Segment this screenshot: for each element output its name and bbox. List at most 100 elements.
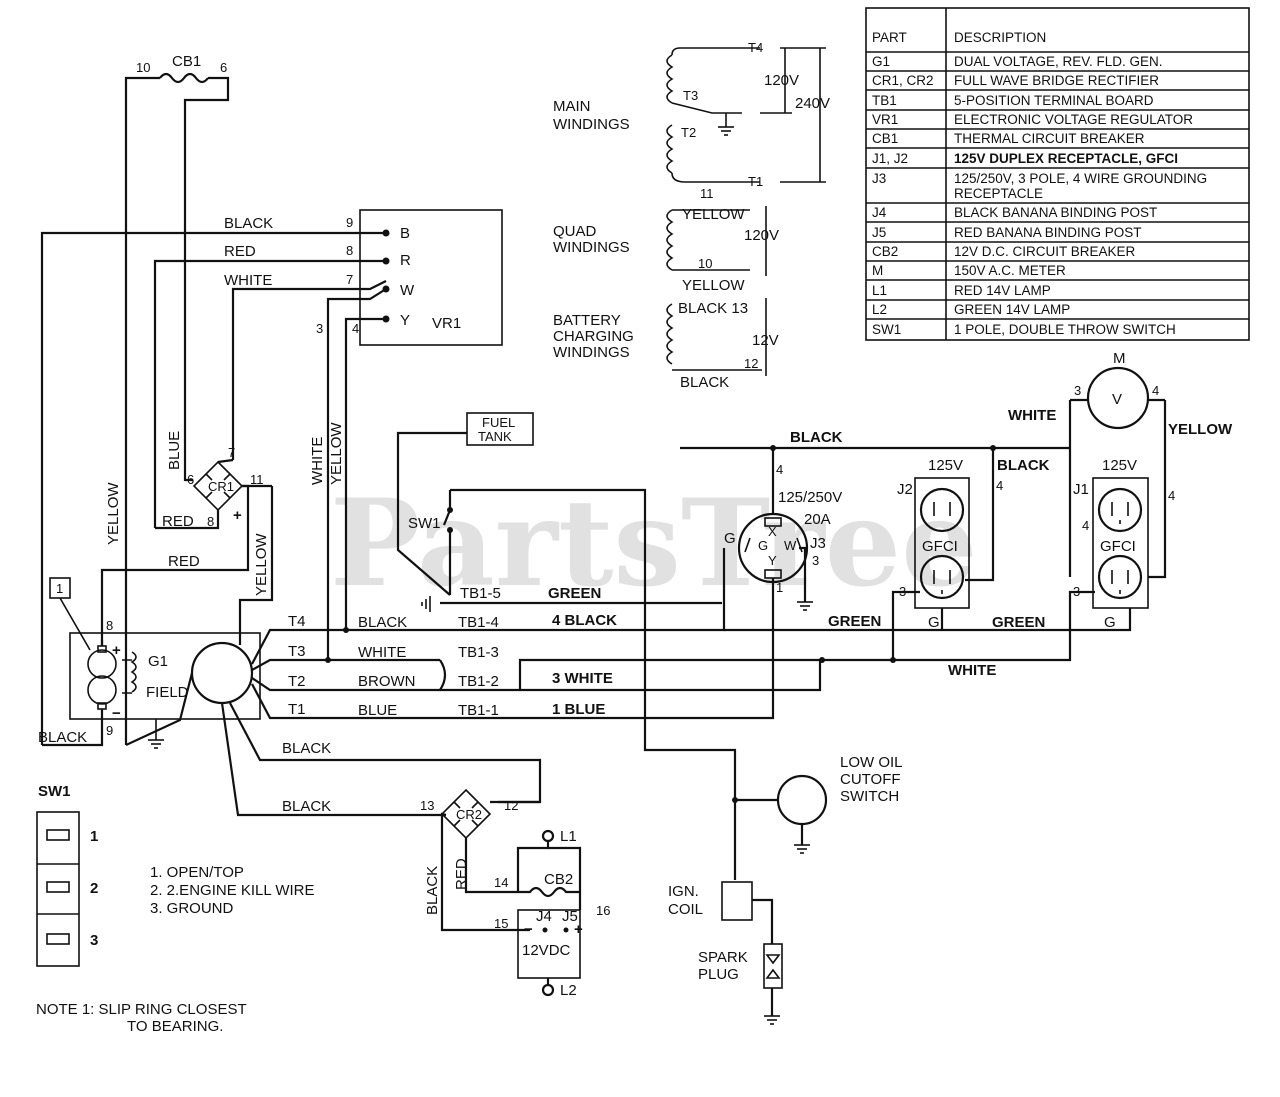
note-box-number: 1 — [56, 581, 63, 596]
terminal-number: 12 — [504, 798, 518, 813]
table-header-description: DESCRIPTION — [954, 30, 1046, 45]
wire-label: BLACK 13 — [678, 300, 748, 317]
table-cell-part: L2 — [872, 302, 887, 317]
table-cell-part: J5 — [872, 225, 886, 240]
dc-voltage: 12VDC — [522, 942, 571, 959]
table-cell-part: CR1, CR2 — [872, 73, 934, 88]
table-cell-part: J3 — [872, 171, 886, 186]
terminal-number: 3 — [812, 553, 819, 568]
winding-terminal: T4 — [748, 40, 763, 55]
field-label: FIELD — [146, 684, 189, 701]
terminal-number: 14 — [494, 875, 508, 890]
table-cell-description: 1 POLE, DOUBLE THROW SWITCH — [954, 322, 1176, 337]
wire-label: YELLOW — [682, 277, 745, 294]
table-cell-part: VR1 — [872, 112, 898, 127]
wire-label: BLACK — [282, 740, 331, 757]
meter-label: M — [1113, 350, 1126, 367]
table-cell-description-cont: RECEPTACLE — [954, 186, 1043, 201]
winding-terminal: T2 — [681, 125, 696, 140]
lead-terminal: T4 — [288, 613, 306, 630]
note: NOTE 1: SLIP RING CLOSEST TO BEARING. — [36, 1001, 247, 1035]
table-cell-description: THERMAL CIRCUIT BREAKER — [954, 131, 1145, 146]
spark-plug-label: SPARK — [698, 949, 748, 966]
j2-label: J2 — [897, 481, 913, 498]
wire-label: BLACK — [282, 798, 331, 815]
lead-terminal: T3 — [288, 643, 306, 660]
winding-terminal: 12 — [744, 356, 758, 371]
ac-bus-wiring: BLACK BLACK GREEN GREEN WHITE — [724, 429, 1132, 679]
lamp-label: L2 — [560, 982, 577, 999]
table-cell-part: L1 — [872, 283, 887, 298]
wire-label: WHITE — [224, 272, 272, 289]
wire-label: RED — [224, 243, 256, 260]
sw1-legend: SW1 1 2 3 1. OPEN/TOP 2. 2.ENGINE KILL W… — [36, 783, 315, 967]
quad-windings-label: QUAD — [553, 223, 597, 240]
table-header-part: PART — [872, 30, 907, 45]
wire-label: YELLOW — [682, 206, 745, 223]
dc-output: L1 CB2 J4 J5 − + 12VDC L2 — [498, 800, 583, 999]
j3-pin-label: G — [724, 530, 736, 547]
battery-windings-label: CHARGING — [553, 328, 634, 345]
vr1-wiring: BLACK RED WHITE WHITE YELLOW BLUE YELLOW — [40, 215, 387, 745]
j2-receptacle: J2 125V GFCI G 3 4 — [897, 457, 1003, 631]
terminal-number: 8 — [346, 243, 353, 258]
winding-terminal: 11 — [700, 186, 714, 201]
voltage-label: 120V — [744, 227, 779, 244]
main-windings-label: MAIN — [553, 98, 591, 115]
wire-label: GREEN — [828, 613, 881, 630]
legend-item: 1. OPEN/TOP — [150, 864, 244, 881]
wire-label: WHITE — [358, 644, 406, 661]
legend-item: 3. GROUND — [150, 900, 234, 917]
terminal-number: 1 — [776, 580, 783, 595]
table-cell-description: BLACK BANANA BINDING POST — [954, 205, 1157, 220]
terminal-number: 13 — [420, 798, 434, 813]
sw1-switch: SW1 — [408, 488, 737, 880]
voltage-label: 12V — [752, 332, 779, 349]
table-cell-description: GREEN 14V LAMP — [954, 302, 1070, 317]
wire-label: RED — [168, 553, 200, 570]
switch-position: 2 — [90, 880, 98, 897]
quad-windings-label: WINDINGS — [553, 239, 630, 256]
j1-mark: 4 — [1082, 518, 1089, 533]
table-cell-description: FULL WAVE BRIDGE RECTIFIER — [954, 73, 1159, 88]
table-cell-part: TB1 — [872, 93, 897, 108]
j1-receptacle: J1 125V 4 GFCI G 3 4 — [1068, 400, 1175, 631]
cr1-rectifier: CR1 7 6 8 11 + RED RED YELLOW — [100, 445, 274, 646]
sw1-legend-title: SW1 — [38, 783, 71, 800]
wire-label: YELLOW — [1168, 421, 1233, 438]
fuel-tank: FUEL TANK — [396, 412, 534, 596]
cr1-label: CR1 — [208, 479, 234, 494]
table-cell-description: RED 14V LAMP — [954, 283, 1051, 298]
terminal-number: 15 — [494, 916, 508, 931]
tb-terminal: TB1-5 — [460, 585, 501, 602]
gfci-label: GFCI — [922, 538, 958, 555]
wire-label-vertical: BLACK — [424, 866, 441, 915]
wire-label: BLACK — [680, 374, 729, 391]
ignition: IGN. COIL SPARK PLUG — [668, 881, 783, 1025]
wire-label-vertical: YELLOW — [253, 533, 270, 596]
winding-terminal: T1 — [748, 174, 763, 189]
j2-volts: 125V — [928, 457, 963, 474]
j3-pin: X — [768, 524, 777, 539]
tb-terminal: TB1-3 — [458, 644, 499, 661]
table-cell-description: 12V D.C. CIRCUIT BREAKER — [954, 244, 1136, 259]
j1-ground: G — [1104, 614, 1116, 631]
ign-coil-label: IGN. — [668, 883, 699, 900]
vr1-regulator: VR1 B R W Y 9 8 7 4 3 — [316, 209, 503, 346]
wire-label: BLACK — [790, 429, 843, 446]
terminal-board-tb1: TB1-5 TB1-4 TB1-3 TB1-2 TB1-1 GREEN 4 BL… — [421, 548, 822, 720]
wire-label: RED — [162, 513, 194, 530]
wire-label: BLACK — [358, 614, 407, 631]
cr2-rectifier: CR2 13 12 14 15 16 BLACK RED — [420, 788, 610, 932]
terminal-number: 8 — [106, 618, 113, 633]
terminal-number: 7 — [228, 445, 235, 460]
g1-label: G1 — [148, 653, 168, 670]
wire-label: BROWN — [358, 673, 416, 690]
table-cell-part: CB2 — [872, 244, 898, 259]
plus-sign: + — [112, 642, 121, 659]
wire-label-vertical: RED — [453, 858, 470, 890]
voltage-label: 120V — [764, 72, 799, 89]
vr1-terminal: B — [400, 225, 410, 242]
terminal-number: 4 — [776, 462, 783, 477]
wire-label: BLUE — [358, 702, 397, 719]
